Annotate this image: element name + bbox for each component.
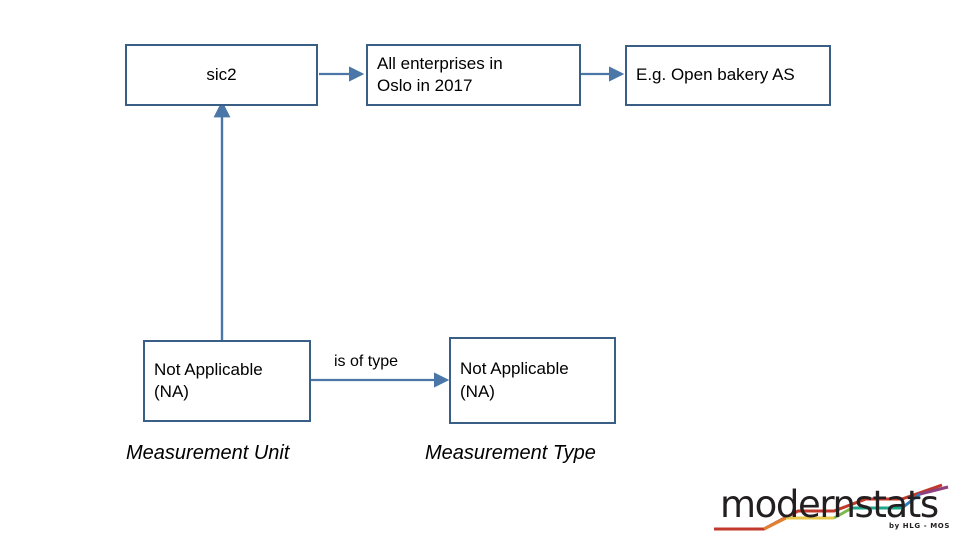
caption-measurement-unit: Measurement Unit [126,442,290,464]
caption-measurement-type: Measurement Type [425,442,596,464]
modernstats-logo: modernstats by HLG - MOS [706,481,956,539]
node-sic2[interactable]: sic2 [125,44,318,106]
modernstats-logo-line [714,483,949,531]
logo-subtitle: by HLG - MOS [888,522,950,530]
node-example-enterprise[interactable]: E.g. Open bakery AS [625,45,831,106]
edge-label-is-of-type: is of type [334,353,399,370]
node-measurement-type-value[interactable]: Not Applicable (NA) [449,337,616,424]
node-measurement-unit-value[interactable]: Not Applicable (NA) [143,340,311,422]
node-all-enterprises[interactable]: All enterprises in Oslo in 2017 [366,44,581,106]
logo-wordmark: modernstats [720,483,939,526]
